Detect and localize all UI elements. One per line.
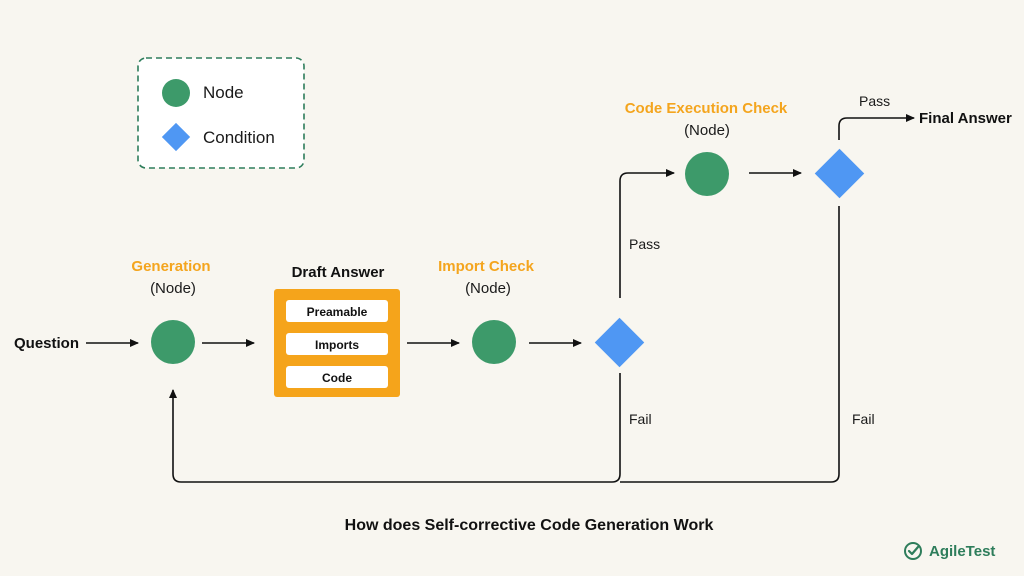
generation-title: Generation bbox=[131, 258, 210, 275]
exec-pass-label: Pass bbox=[859, 93, 890, 109]
legend-node-label: Node bbox=[203, 83, 244, 102]
brand-name: AgileTest bbox=[929, 542, 996, 560]
final-answer-label: Final Answer bbox=[919, 110, 1012, 127]
draft-item-imports: Imports bbox=[315, 338, 359, 352]
legend-node-icon bbox=[162, 79, 190, 107]
legend-box bbox=[137, 57, 305, 169]
exec-fail-label: Fail bbox=[852, 411, 875, 427]
agiletest-check-icon bbox=[904, 542, 922, 560]
generation-node bbox=[151, 320, 195, 364]
diagram-caption: How does Self-corrective Code Generation… bbox=[345, 517, 714, 534]
legend-condition-label: Condition bbox=[203, 128, 275, 147]
import-pass-edge bbox=[619, 169, 675, 298]
exec-condition-diamond bbox=[814, 148, 865, 199]
draft-item-code: Code bbox=[322, 371, 352, 385]
import-fail-edge bbox=[169, 373, 621, 483]
import-fail-label: Fail bbox=[629, 411, 652, 427]
import-check-title: Import Check bbox=[438, 258, 535, 275]
code-exec-subtitle: (Node) bbox=[684, 122, 730, 139]
import-condition-diamond bbox=[594, 317, 645, 368]
question-label: Question bbox=[14, 335, 79, 352]
exec-fail-edge bbox=[620, 206, 840, 483]
draft-item-box bbox=[286, 333, 388, 355]
brand-logo: AgileTest bbox=[903, 541, 995, 561]
import-check-subtitle: (Node) bbox=[465, 280, 511, 297]
code-exec-title: Code Execution Check bbox=[625, 100, 788, 117]
draft-item-preamable: Preamable bbox=[307, 305, 368, 319]
legend: Node Condition bbox=[137, 57, 305, 169]
import-check-node bbox=[472, 320, 516, 364]
import-pass-label: Pass bbox=[629, 236, 660, 252]
generation-subtitle: (Node) bbox=[150, 280, 196, 297]
draft-item-box bbox=[286, 300, 388, 322]
draft-item-box bbox=[286, 366, 388, 388]
exec-pass-edge bbox=[838, 114, 915, 140]
draft-answer-title: Draft Answer bbox=[292, 264, 385, 281]
code-exec-node bbox=[685, 152, 729, 196]
